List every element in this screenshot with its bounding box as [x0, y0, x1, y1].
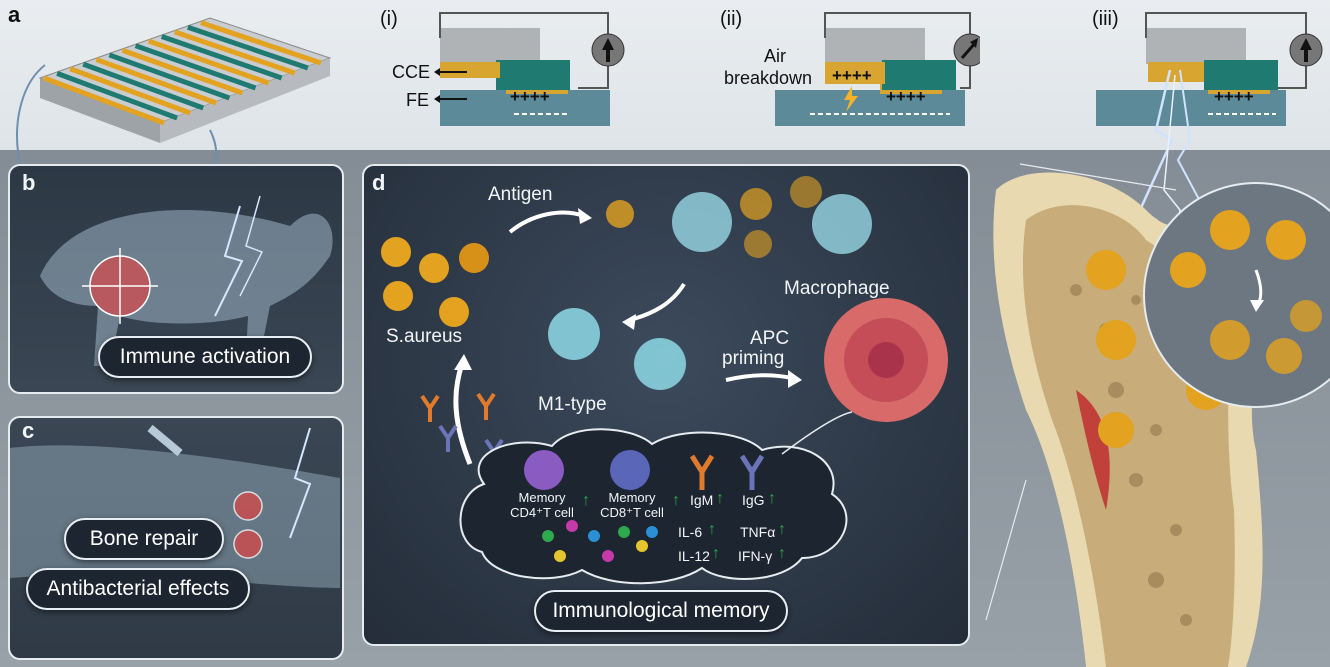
stage-iii-device-illustration: [1096, 12, 1323, 126]
electrode-stripe: [173, 29, 296, 76]
panel-letter-d: d: [372, 170, 386, 195]
stage-ii-plus-charges-bottom: ++++: [886, 87, 926, 106]
bone-illustration: [985, 163, 1330, 667]
cce-label: CCE: [392, 62, 431, 82]
il6-label: IL-6: [678, 524, 703, 540]
apc-label: APC: [750, 328, 790, 349]
s-aureus-label: S.aureus: [386, 326, 463, 347]
priming-label: priming: [722, 348, 785, 369]
stage-i-device-illustration: [439, 12, 625, 126]
cd8-up-arrow-icon: ↑: [672, 492, 680, 509]
electrode-stripe: [147, 38, 270, 86]
il12-up-arrow-icon: ↑: [712, 545, 720, 562]
panel-letter-c: c: [22, 418, 35, 443]
immunological-memory-label: Immunological memory: [534, 590, 788, 632]
panel-letter-b: b: [22, 170, 36, 195]
stage-ii-plus-charges-top: ++++: [832, 66, 872, 85]
stage-ii-label: (ii): [720, 8, 743, 30]
memory-cd8-line2: CD8⁺T cell: [600, 505, 664, 520]
il12-label: IL-12: [678, 548, 710, 564]
electrode-stripe: [200, 20, 322, 66]
ifng-label: IFN-γ: [738, 548, 773, 564]
fe-label: FE: [406, 90, 430, 110]
igg-up-arrow-icon: ↑: [768, 490, 776, 507]
electrode-stripe: [95, 57, 218, 106]
air-breakdown-label-line2: breakdown: [724, 68, 813, 88]
igm-label: IgM: [690, 492, 714, 508]
stage-ii-device-illustration: [775, 12, 980, 126]
label-arrows: [434, 68, 467, 103]
memory-cd8-line1: Memory: [608, 490, 656, 505]
immune-pathway-illustration: [381, 176, 948, 585]
bone-repair-label: Bone repair: [64, 518, 224, 560]
stage-i-label: (i): [380, 8, 398, 30]
electrode-stripe: [82, 61, 205, 111]
electrode-stripe: [121, 47, 244, 96]
electrode-device-illustration: [38, 17, 332, 143]
electrode-stripe: [160, 34, 283, 81]
mouse-implant-illustration: [40, 195, 333, 366]
memory-cd4-line2: CD4⁺T cell: [510, 505, 574, 520]
immune-activation-label: Immune activation: [98, 336, 312, 378]
electrode-stripe: [69, 66, 192, 116]
memory-cd8-label: Memory CD8⁺T cell: [592, 490, 672, 520]
electrode-stripe: [43, 75, 165, 126]
air-breakdown-label-line1: Air: [764, 46, 786, 66]
s-aureus-cells: [381, 237, 489, 327]
electrode-stripe: [56, 71, 178, 121]
stage-iii-plus-charges: ++++: [1214, 87, 1254, 106]
tnfa-label: TNFα: [740, 524, 776, 540]
memory-cd4-label: Memory CD4⁺T cell: [502, 490, 582, 520]
antibacterial-effects-label: Antibacterial effects: [26, 568, 250, 610]
ifng-up-arrow-icon: ↑: [778, 545, 786, 562]
stage-iii-label: (iii): [1092, 8, 1119, 30]
igm-up-arrow-icon: ↑: [716, 490, 724, 507]
macrophage-label: Macrophage: [784, 278, 890, 299]
panel-letter-a: a: [8, 2, 21, 27]
m1-type-label: M1-type: [538, 394, 607, 415]
electrode-stripe: [134, 43, 257, 91]
igg-label: IgG: [742, 492, 765, 508]
memory-cd4-line1: Memory: [518, 490, 566, 505]
antigen-label: Antigen: [488, 184, 553, 205]
stage-i-plus-charges: ++++: [510, 87, 550, 106]
electrode-stripe: [108, 52, 231, 101]
tnfa-up-arrow-icon: ↑: [778, 521, 786, 538]
electrode-stripe: [187, 24, 309, 71]
il6-up-arrow-icon: ↑: [708, 521, 716, 538]
cd4-up-arrow-icon: ↑: [582, 492, 590, 509]
